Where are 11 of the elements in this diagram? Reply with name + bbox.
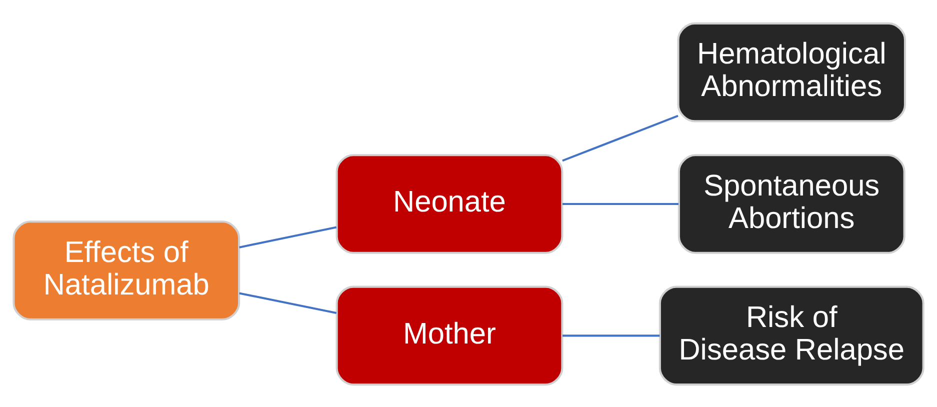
node-box: Hematological Abnormalities [677,22,906,122]
connector [562,114,678,162]
node-box: Neonate [336,154,564,254]
node-box: Risk of Disease Relapse [658,285,924,386]
node-box: Mother [336,285,564,386]
node-box: Effects of Natalizumab [12,220,240,320]
node-box: Spontaneous Abortions [678,154,906,254]
connector [239,226,337,248]
connector [562,202,679,205]
connector [239,292,337,314]
connector [562,334,660,336]
